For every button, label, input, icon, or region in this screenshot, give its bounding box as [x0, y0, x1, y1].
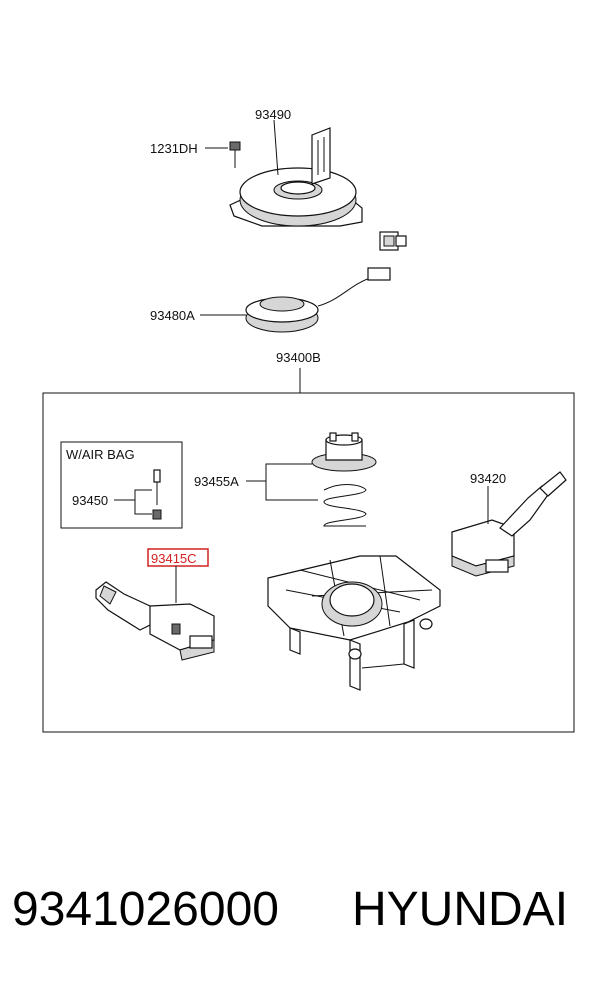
label-93490: 93490 — [255, 107, 291, 122]
clock-spring-drawing — [229, 127, 407, 251]
footer: 9341026000 HYUNDAI — [12, 880, 592, 940]
label-93400b: 93400B — [276, 350, 321, 365]
assembly-frame — [42, 392, 575, 733]
label-93415c[interactable]: 93415C — [151, 551, 197, 566]
highlight-box — [147, 548, 209, 567]
column-housing-drawing — [267, 555, 441, 691]
air-bag-box — [60, 441, 183, 529]
wiper-switch-drawing — [451, 471, 567, 577]
label-93450: 93450 — [72, 493, 108, 508]
footer-brand: HYUNDAI — [352, 883, 569, 936]
cancel-cam-drawing — [245, 267, 391, 333]
spring-set-drawing — [311, 432, 377, 527]
air-bag-note: W/AIR BAG — [66, 447, 135, 462]
label-93480a: 93480A — [150, 308, 195, 323]
air-bag-pin-drawing — [152, 469, 162, 520]
label-93420: 93420 — [470, 471, 506, 486]
label-1231dh: 1231DH — [150, 141, 198, 156]
light-switch-drawing — [95, 581, 215, 661]
label-93455a: 93455A — [194, 474, 239, 489]
bolt-drawing — [229, 141, 241, 168]
footer-part-number: 9341026000 — [12, 883, 279, 936]
